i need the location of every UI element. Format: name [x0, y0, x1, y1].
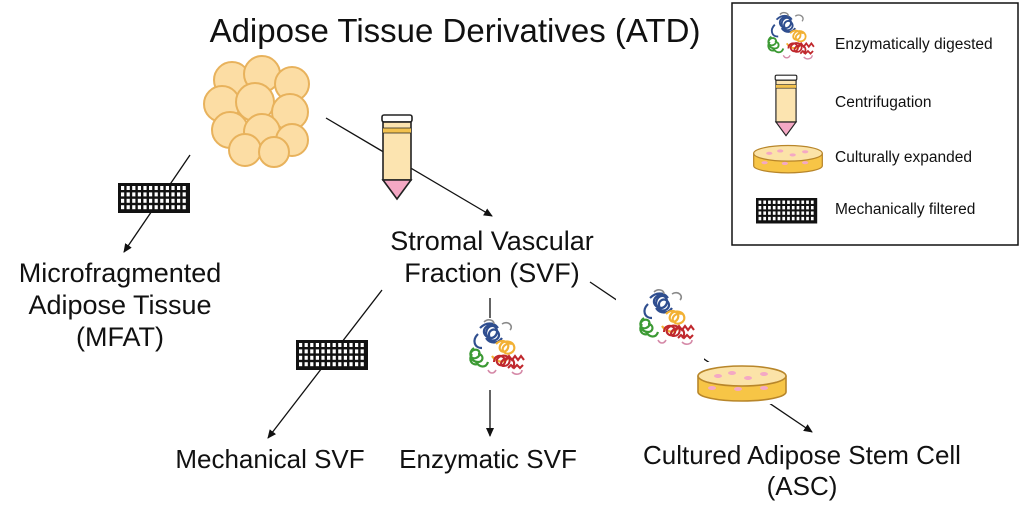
- enzyme-protein-icon: [616, 288, 704, 360]
- node-asc-line: Cultured Adipose Stem Cell: [643, 440, 961, 470]
- legend-enzymatic-label: Enzymatically digested: [835, 36, 993, 53]
- fat-cells-icon: [203, 55, 310, 168]
- node-mfat: Microfragmented Adipose Tissue (MFAT): [0, 258, 240, 354]
- culture-dish-icon: [753, 144, 823, 174]
- filter-mesh-icon: [296, 340, 368, 370]
- legend-mechanical-label: Mechanically filtered: [835, 201, 976, 218]
- filter-mesh-icon: [756, 198, 818, 224]
- node-svf: Stromal Vascular Fraction (SVF): [352, 226, 632, 290]
- legend-centrifugation-label: Centrifugation: [835, 94, 932, 111]
- node-mfat-line: (MFAT): [76, 321, 164, 352]
- culture-dish-icon: [694, 362, 790, 404]
- node-asc-line: (ASC): [766, 470, 838, 501]
- filter-mesh-icon: [118, 183, 190, 213]
- centrifuge-tube-icon: [381, 114, 413, 200]
- diagram-title: Adipose Tissue Derivatives (ATD): [209, 12, 701, 49]
- enzyme-protein-icon: [446, 318, 534, 390]
- node-asc: Cultured Adipose Stem Cell (ASC): [612, 440, 992, 501]
- legend-cultural-label: Culturally expanded: [835, 149, 973, 166]
- node-svf-line: Fraction (SVF): [404, 257, 580, 288]
- node-svf-line: Stromal Vascular: [390, 226, 594, 256]
- node-mfat-line: Adipose Tissue: [28, 289, 212, 320]
- legend-box: [731, 2, 1019, 246]
- node-mechanical-svf: Mechanical SVF: [175, 444, 365, 474]
- node-enzymatic-svf: Enzymatic SVF: [399, 444, 577, 474]
- node-mfat-line: Microfragmented: [18, 258, 222, 288]
